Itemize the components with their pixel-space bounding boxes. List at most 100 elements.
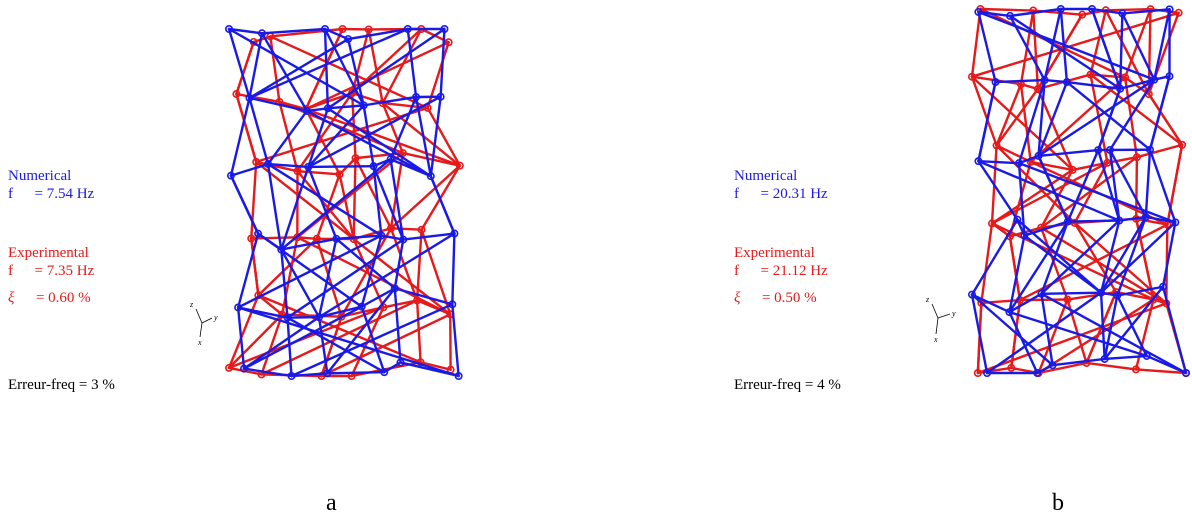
mesh-edge	[372, 164, 383, 237]
mesh-edge	[970, 293, 989, 375]
mesh-brace	[1147, 92, 1184, 147]
mesh-edge	[260, 27, 327, 35]
mesh-edge	[1037, 361, 1088, 375]
experimental-frequency: f = 7.35 Hz	[8, 262, 94, 280]
mesh-node	[245, 93, 254, 102]
mesh-edge	[280, 237, 338, 251]
axes-triad-icon: z y x	[925, 295, 956, 344]
mesh-brace	[354, 156, 393, 230]
mesh-edge	[280, 236, 299, 316]
mesh-edge	[317, 315, 329, 375]
mesh-edge	[250, 236, 299, 240]
mesh-brace	[317, 232, 456, 319]
mesh-brace	[1008, 235, 1022, 302]
mesh-brace	[1065, 80, 1152, 151]
mesh-node	[357, 302, 366, 311]
mesh-node	[226, 171, 235, 180]
mesh-edge	[1099, 219, 1121, 294]
panel-a: Numerical f = 7.54 Hz Experimental f = 7…	[8, 24, 464, 516]
mesh-edge	[350, 28, 370, 95]
mesh-edge	[266, 162, 310, 169]
axis-y-label: y	[213, 313, 218, 322]
mesh-node	[450, 229, 459, 238]
mesh-edge	[1114, 290, 1155, 301]
damping-ratio: ξ = 0.60 %	[8, 289, 91, 307]
mesh-brace	[1037, 78, 1046, 158]
mesh-node	[396, 358, 405, 367]
panel-label-b: b	[1052, 490, 1064, 516]
mesh-brace	[320, 313, 452, 378]
mesh-edge	[1116, 215, 1147, 297]
mesh-edge	[415, 299, 452, 316]
mesh-brace	[227, 27, 365, 107]
mesh-brace	[1066, 148, 1100, 223]
mesh-edge	[399, 361, 460, 378]
mesh-node	[440, 24, 449, 34]
mesh-node	[1068, 165, 1077, 174]
mesh-edge	[415, 299, 422, 364]
mesh-node	[293, 167, 302, 176]
mesh-brace	[326, 107, 433, 178]
mesh-brace	[1008, 310, 1148, 358]
mesh-brace	[340, 227, 393, 318]
mesh-brace	[1144, 148, 1152, 219]
mesh-brace	[266, 162, 383, 237]
mesh-edge	[1040, 291, 1103, 295]
mesh-brace	[326, 287, 396, 375]
mesh-edge	[1116, 285, 1165, 297]
mesh-edge	[1108, 78, 1156, 152]
mesh-node	[967, 290, 977, 299]
mesh-node	[224, 363, 234, 372]
numerical-frequency: f = 20.31 Hz	[734, 185, 828, 203]
mesh-edge	[402, 232, 456, 241]
mesh-node	[1132, 153, 1141, 162]
num-freq-value: = 20.31 Hz	[760, 186, 828, 202]
mesh-brace	[1103, 285, 1165, 361]
mesh-edge	[1134, 217, 1169, 226]
mesh-brace	[250, 237, 260, 297]
mesh-brace	[296, 236, 452, 316]
mesh-brace	[286, 238, 405, 319]
mesh-edge	[1029, 160, 1074, 172]
damping-symbol: ξ	[734, 290, 741, 306]
mesh-brace	[985, 291, 1103, 375]
mesh-brace	[429, 174, 456, 235]
mesh-brace	[1029, 76, 1127, 164]
experimental-label: Experimental	[734, 245, 815, 261]
mesh-edge	[970, 218, 1019, 296]
axis-x-label: x	[933, 335, 938, 344]
mesh-node	[1062, 78, 1071, 87]
mesh-brace	[1090, 7, 1122, 90]
mesh-node	[386, 224, 395, 233]
mesh-node	[413, 296, 422, 305]
mesh-brace	[236, 234, 383, 309]
mesh-node	[283, 313, 292, 322]
mesh-brace	[260, 299, 419, 376]
mesh-brace	[1097, 87, 1122, 152]
mesh-brace	[414, 95, 433, 178]
mesh-brace	[280, 158, 392, 251]
mesh-edge	[977, 159, 1019, 221]
mesh-brace	[1037, 78, 1156, 158]
mesh-edge	[1089, 73, 1109, 164]
mesh-node	[1006, 11, 1015, 20]
mesh-edge	[1152, 298, 1168, 305]
mesh-node	[380, 368, 389, 377]
mesh-node	[1097, 288, 1106, 297]
experimental-label: Experimental	[8, 245, 89, 261]
mesh-node	[224, 24, 234, 34]
mesh-edge	[360, 287, 396, 308]
mesh-brace	[1104, 9, 1151, 96]
mesh-brace	[235, 40, 255, 96]
mesh-brace	[236, 306, 460, 378]
mesh-node	[252, 157, 261, 166]
mesh-edge	[1059, 7, 1069, 84]
mesh-edge	[227, 27, 251, 100]
mesh-brace	[248, 37, 350, 100]
mesh-edge	[1134, 298, 1155, 371]
mesh-node	[1033, 368, 1042, 377]
mesh-node	[1005, 308, 1014, 317]
mesh-node	[1063, 217, 1072, 226]
mesh-brace	[352, 237, 452, 316]
mesh-node	[412, 92, 421, 101]
